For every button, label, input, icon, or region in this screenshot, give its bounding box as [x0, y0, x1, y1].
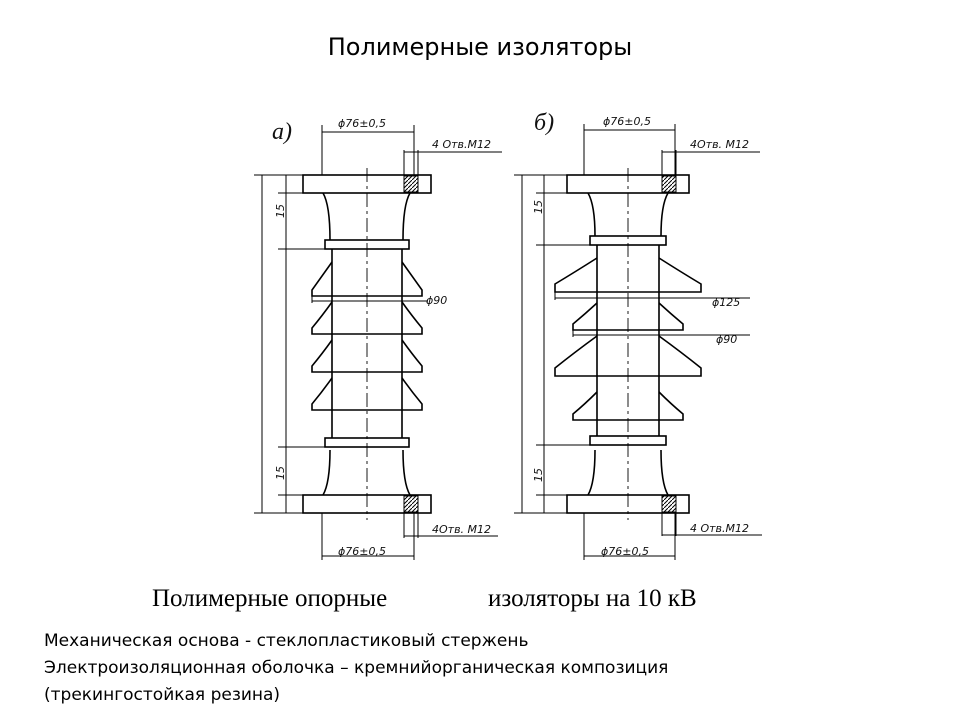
dim-a-bottom: ϕ76±0,5 — [338, 545, 386, 558]
dim-a-shed: ϕ90 — [426, 294, 447, 307]
dim-b-height-bottom: 15 — [532, 468, 545, 482]
dim-b-shed-large: ϕ125 — [712, 296, 740, 309]
slide-title: Полимерные изоляторы — [327, 33, 633, 61]
dim-b-bottom-holes: 4 Отв.М12 — [690, 522, 749, 535]
caption-left: Полимерные опорные — [152, 585, 388, 612]
dim-a-height-top: 15 — [274, 204, 287, 218]
dim-b-top: ϕ76±0,5 — [603, 115, 651, 128]
insulator-a — [254, 125, 502, 560]
dim-a-top-holes: 4 Отв.М12 — [432, 138, 491, 151]
insulator-a-labels: а) ϕ76±0,5 4 Отв.М12 ϕ90 4Отв. М12 ϕ76±0… — [272, 117, 491, 558]
panel-b-label: б) — [534, 110, 554, 136]
note-line: Механическая основа - стеклопластиковый … — [44, 631, 529, 651]
insulator-b — [514, 124, 762, 560]
note-line: (трекингостойкая резина) — [44, 685, 281, 705]
dim-b-shed-small: ϕ90 — [716, 333, 737, 346]
dim-a-bottom-holes: 4Отв. М12 — [432, 523, 491, 536]
panel-a-label: а) — [272, 119, 292, 145]
insulator-drawing: а) ϕ76±0,5 4 Отв.М12 ϕ90 4Отв. М12 ϕ76±0… — [254, 110, 762, 560]
dim-b-top-holes: 4Отв. М12 — [690, 138, 749, 151]
dim-a-height-bottom: 15 — [274, 466, 287, 480]
notes-block: Механическая основа - стеклопластиковый … — [44, 628, 668, 709]
dim-b-height-top: 15 — [532, 200, 545, 214]
dim-a-top: ϕ76±0,5 — [338, 117, 386, 130]
note-line: Электроизоляционная оболочка – кремнийор… — [44, 658, 669, 678]
insulator-b-labels: б) ϕ76±0,5 4Отв. М12 ϕ125 ϕ90 4 Отв.М12 … — [532, 110, 749, 558]
caption-right: изоляторы на 10 кВ — [488, 585, 697, 612]
dim-b-bottom: ϕ76±0,5 — [601, 545, 649, 558]
